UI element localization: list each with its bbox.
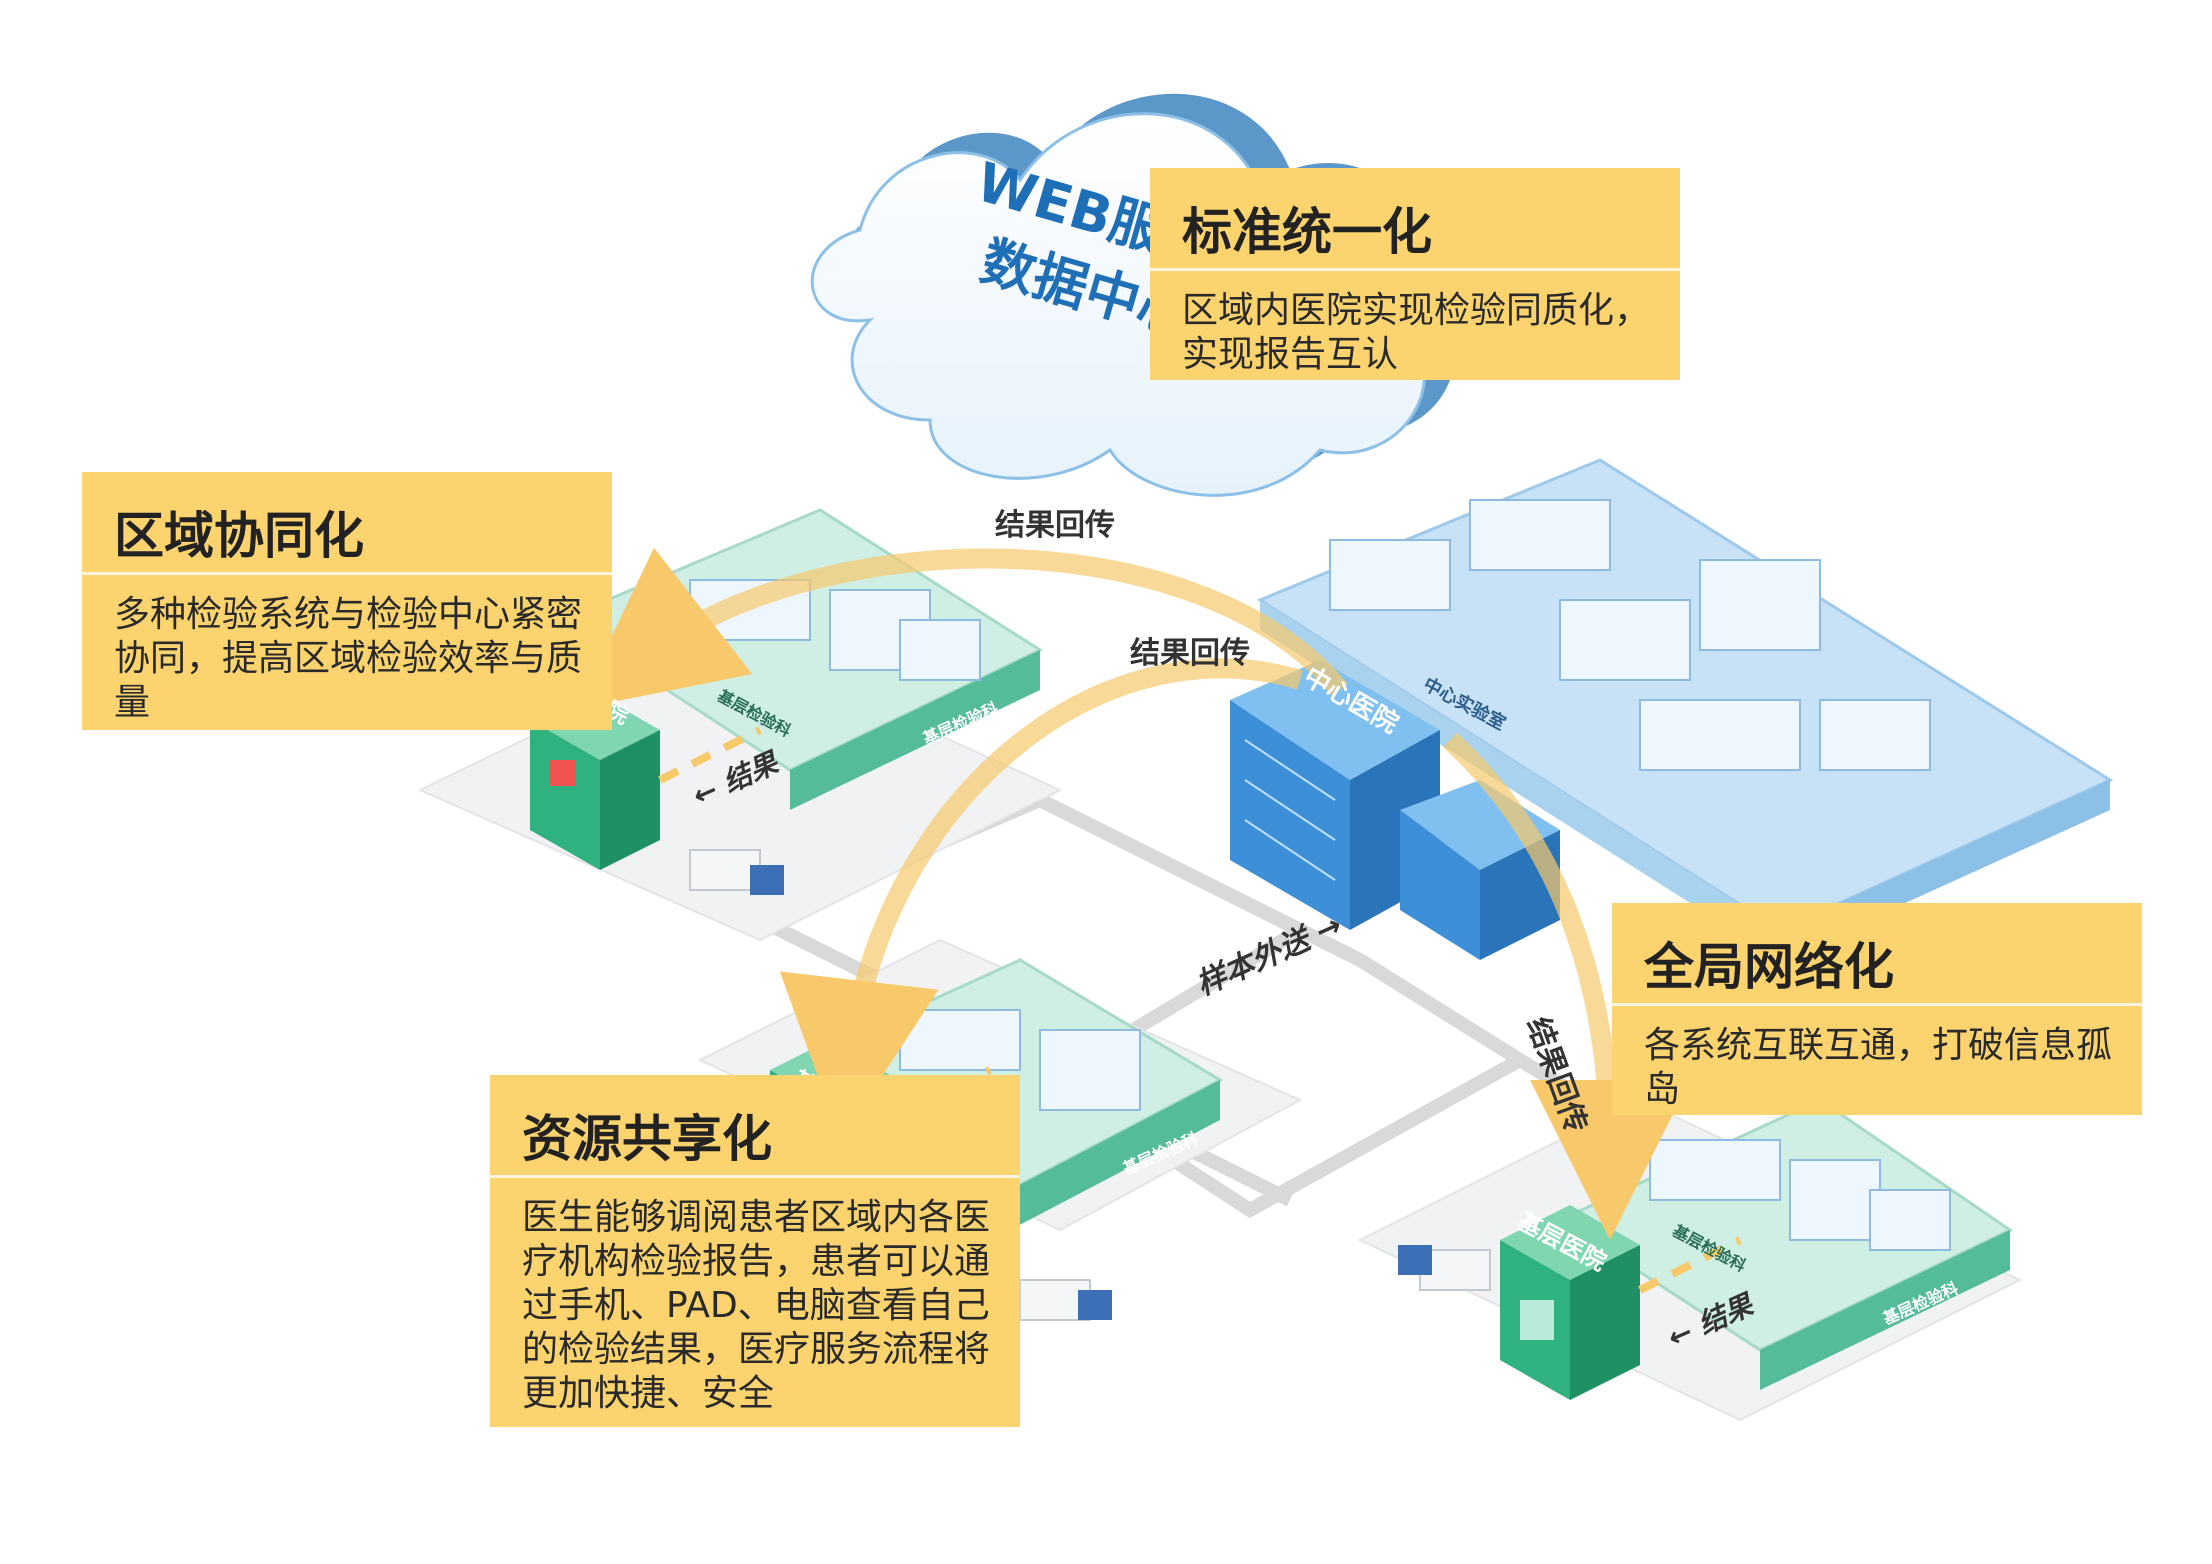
card-body: 各系统互联互通，打破信息孤岛 (1644, 1025, 2113, 1110)
card-global-networking: 全局网络化 各系统互联互通，打破信息孤岛 (1612, 903, 2142, 1115)
label-result-return-top: 结果回传 (995, 508, 1115, 543)
central-hospital-building (1230, 660, 1560, 960)
card-divider (490, 1175, 1020, 1178)
card-resource-sharing: 资源共享化 医生能够调阅患者区域内各医疗机构检验报告，患者可以通过手机、PAD、… (490, 1075, 1020, 1427)
card-divider (1150, 268, 1680, 271)
card-title: 标准统一化 (1182, 203, 1432, 261)
card-title: 区域协同化 (114, 507, 364, 565)
card-body: 医生能够调阅患者区域内各医疗机构检验报告，患者可以通过手机、PAD、电脑查看自己… (522, 1197, 991, 1414)
label-result-return-mid: 结果回传 (1130, 636, 1250, 671)
card-body: 区域内医院实现检验同质化，实现报告互认 (1182, 290, 1651, 375)
card-standard-unification: 标准统一化 区域内医院实现检验同质化，实现报告互认 (1150, 168, 1680, 380)
card-title: 资源共享化 (522, 1110, 772, 1168)
truck-middle (1019, 1279, 1112, 1321)
card-divider (82, 572, 612, 575)
truck-left (689, 849, 784, 895)
card-divider (1612, 1003, 2142, 1006)
truck-right (1398, 1245, 1491, 1291)
card-regional-collaboration: 区域协同化 多种检验系统与检验中心紧密协同，提高区域检验效率与质量 (82, 472, 612, 730)
card-title: 全局网络化 (1644, 938, 1894, 996)
result-return-arcs (576, 547, 1690, 1240)
card-body: 多种检验系统与检验中心紧密协同，提高区域检验效率与质量 (114, 594, 583, 723)
